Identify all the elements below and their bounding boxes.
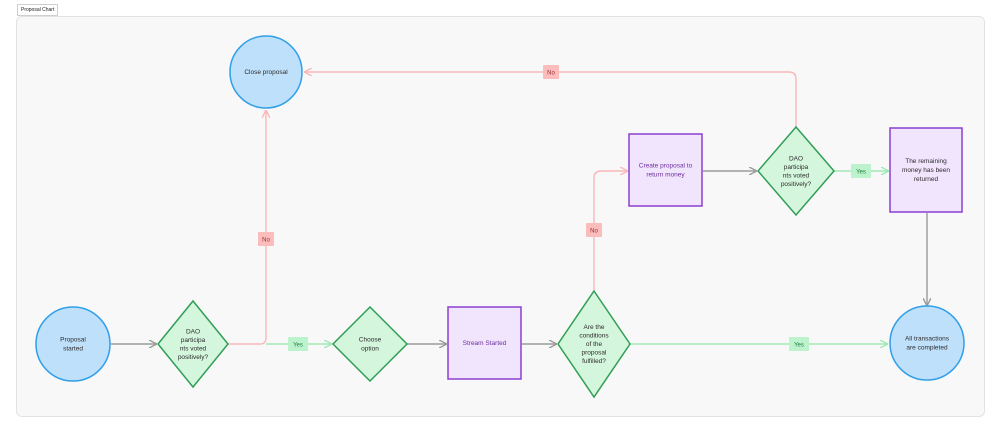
node-text-line: DAO (789, 155, 803, 162)
node-text-line: participa (784, 164, 809, 171)
node-text-line: Create proposal to (639, 163, 693, 170)
chart-tab-label[interactable]: Proposal Chart (17, 4, 59, 16)
node-choose-option-text: Choose option (359, 337, 382, 353)
node-text-line: conditions (579, 333, 609, 340)
edge-label-no-mid: No (586, 223, 602, 237)
svg-text:No: No (547, 71, 555, 77)
node-close-proposal-text: Close proposal (244, 69, 288, 76)
connectors (111, 72, 927, 344)
node-proposal-started-text: Proposal started (60, 337, 86, 353)
node-text-line: Choose (359, 337, 382, 344)
svg-text:Yes: Yes (794, 343, 804, 349)
node-all-completed-text: All transactions are completed (905, 336, 950, 352)
node-stream-started-text: Stream Started (463, 340, 507, 347)
node-text-line: nts voted (783, 172, 810, 179)
svg-text:Yes: Yes (856, 170, 866, 176)
node-text-line: proposal (582, 350, 607, 357)
edge-vote2-no-to-close (305, 72, 797, 127)
node-text-line: return money (646, 172, 685, 179)
node-text-line: The remaining (905, 158, 947, 165)
node-text-line: nts voted (180, 345, 207, 352)
node-proposal-started[interactable]: Proposal started (35, 306, 111, 382)
svg-text:Yes: Yes (293, 343, 303, 349)
edge-vote1-no-to-close (228, 111, 266, 345)
node-text-line: positively? (178, 354, 209, 361)
node-text-line: are completed (906, 345, 948, 352)
node-text-line: fulfilled? (582, 358, 606, 365)
node-return-money-proposal[interactable]: Create proposal to return money (628, 133, 703, 207)
node-choose-option[interactable]: Choose option (331, 305, 409, 383)
edge-conditions-no-to-return (593, 171, 627, 290)
node-text-line: started (63, 346, 83, 353)
node-text-line: All transactions (905, 336, 950, 343)
node-text-line: DAO (186, 328, 200, 335)
node-text-line: Proposal (60, 337, 86, 344)
node-money-returned[interactable]: The remaining money has been returned (889, 127, 963, 213)
node-text-line: money has been (902, 167, 950, 174)
edge-label-yes-bottom: Yes (789, 337, 809, 351)
edge-label-yes-right: Yes (851, 164, 871, 178)
node-text-line: positively? (781, 181, 812, 188)
node-text-line: participa (181, 337, 206, 344)
node-close-proposal[interactable]: Close proposal (229, 35, 303, 109)
edge-label-no-top: No (543, 65, 559, 79)
node-return-money-proposal-text: Create proposal to return money (639, 163, 693, 179)
svg-text:No: No (262, 238, 270, 244)
node-text-line: Are the (584, 324, 605, 331)
node-all-completed[interactable]: All transactions are completed (889, 305, 965, 381)
edge-label-no-left: No (258, 232, 274, 246)
node-text-line: option (361, 346, 379, 353)
node-money-returned-text: The remaining money has been returned (902, 158, 950, 183)
node-stream-started[interactable]: Stream Started (447, 306, 522, 380)
node-text-line: returned (914, 176, 939, 183)
node-text-line: of the (586, 341, 603, 348)
svg-text:No: No (590, 229, 598, 235)
node-text-line: Stream Started (463, 340, 507, 347)
node-text-line: Close proposal (244, 69, 288, 76)
edge-label-yes-left: Yes (288, 337, 308, 351)
